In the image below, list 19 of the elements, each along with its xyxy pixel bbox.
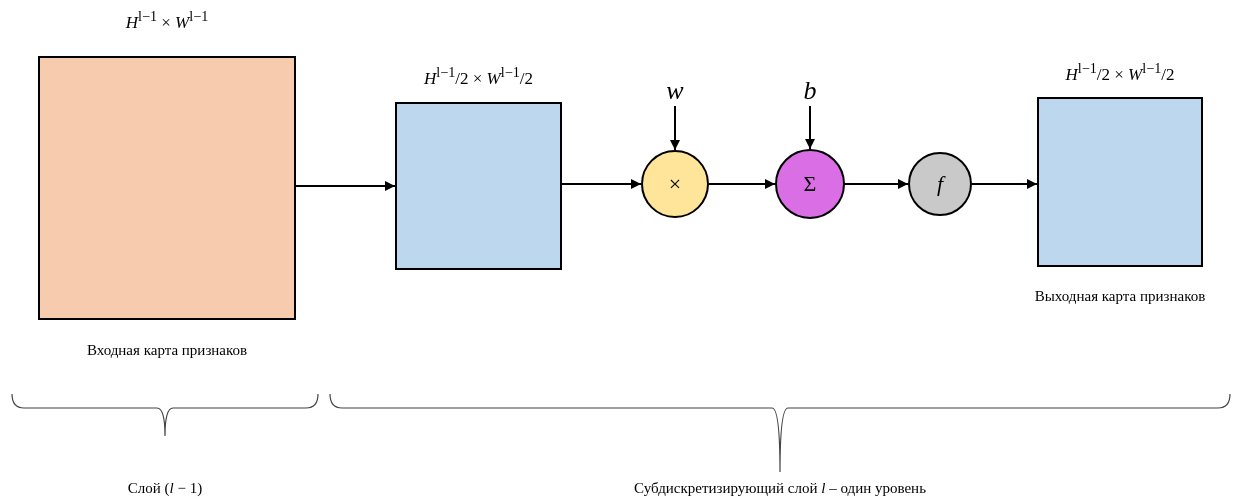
arrow — [561, 179, 642, 189]
variable-label: b — [803, 78, 817, 104]
arrow — [971, 179, 1038, 189]
node-label: Выходная карта признаков — [1034, 288, 1206, 305]
arrow — [844, 179, 909, 189]
operation-circle: Σ — [775, 149, 845, 219]
brace-label: Слой (l − 1) — [127, 480, 203, 497]
dimension-formula: H$^{l−1}$/2 × W$^{l−1}$/2 — [1065, 60, 1175, 85]
variable-label: w — [666, 78, 684, 104]
dimension-formula: H$^{l−1}$ × W$^{l−1}$ — [125, 8, 209, 33]
operation-circle: f — [908, 152, 972, 216]
arrow — [670, 105, 680, 151]
operation-circle: × — [641, 150, 709, 218]
arrow — [708, 179, 776, 189]
arrow — [295, 181, 396, 191]
node-label: Входная карта признаков — [86, 342, 248, 359]
dimension-formula: H$^{l−1}$/2 × W$^{l−1}$/2 — [424, 64, 533, 89]
brace-label: Субдискретизирующий слой l – один уровень — [634, 480, 926, 497]
arrow — [805, 105, 815, 150]
